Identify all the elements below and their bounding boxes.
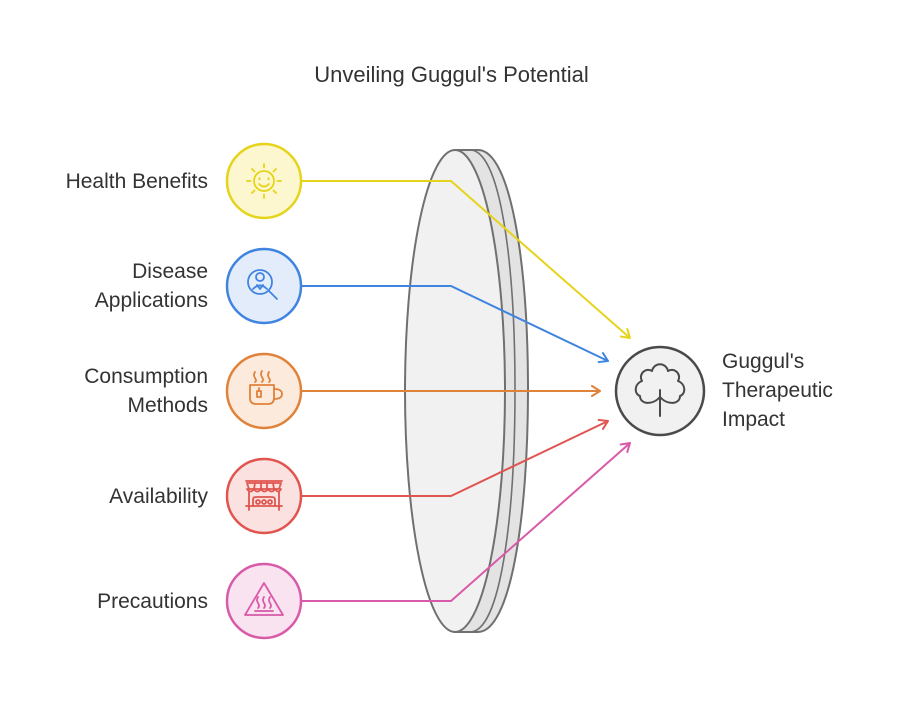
arrow-availability bbox=[302, 418, 609, 497]
person-magnifier-icon bbox=[247, 269, 278, 300]
label-line: Impact bbox=[722, 408, 786, 431]
label-line: Disease bbox=[132, 260, 208, 283]
connectors bbox=[302, 180, 631, 602]
arrow-precautions bbox=[302, 442, 631, 602]
label-consumption-methods: Consumption Methods bbox=[84, 362, 208, 420]
node-disease-applications bbox=[225, 247, 303, 325]
diagram-title: Unveiling Guggul's Potential bbox=[314, 62, 589, 87]
arrow-health-benefits bbox=[302, 180, 631, 339]
label-therapeutic-impact: Guggul's Therapeutic Impact bbox=[722, 347, 833, 434]
label-precautions: Precautions bbox=[97, 587, 208, 616]
label-line: Precautions bbox=[97, 590, 208, 613]
node-therapeutic-impact bbox=[614, 345, 706, 437]
label-disease-applications: Disease Applications bbox=[95, 257, 208, 315]
label-line: Therapeutic bbox=[722, 379, 833, 402]
market-stall-icon bbox=[245, 480, 283, 511]
label-line: Methods bbox=[127, 394, 208, 417]
hot-surface-warning-icon bbox=[244, 582, 284, 616]
label-line: Guggul's bbox=[722, 350, 805, 373]
label-availability: Availability bbox=[109, 482, 208, 511]
label-line: Applications bbox=[94, 289, 208, 312]
label-health-benefits: Health Benefits bbox=[66, 167, 208, 196]
label-line: Consumption bbox=[84, 365, 208, 388]
label-line: Availability bbox=[109, 485, 208, 508]
label-line: Health Benefits bbox=[65, 170, 208, 193]
arrow-disease-applications bbox=[302, 285, 609, 364]
node-precautions bbox=[225, 562, 303, 640]
hot-cup-icon bbox=[249, 370, 283, 405]
clover-leaf-icon bbox=[634, 363, 686, 417]
node-availability bbox=[225, 457, 303, 535]
sun-smile-icon bbox=[246, 163, 282, 199]
node-consumption-methods bbox=[225, 352, 303, 430]
node-health-benefits bbox=[225, 142, 303, 220]
